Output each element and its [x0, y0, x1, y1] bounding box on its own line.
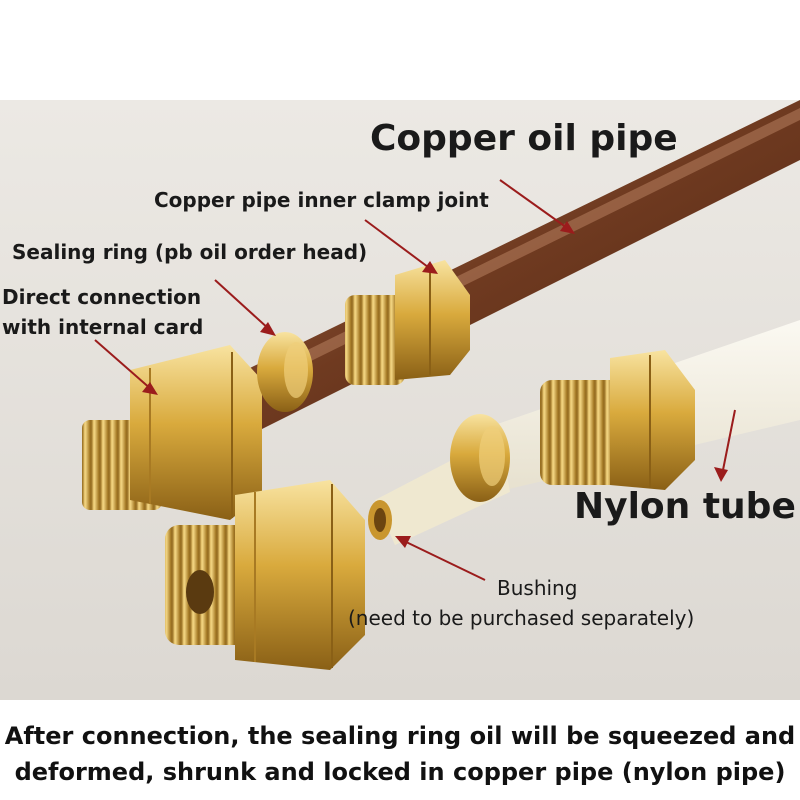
caption-line2: deformed, shrunk and locked in copper pi…: [14, 758, 786, 786]
label-copper-oil-pipe: Copper oil pipe: [370, 118, 678, 159]
annotation-arrows: [94, 179, 736, 581]
inner-clamp-joint: [345, 260, 470, 385]
fittings-photo: [0, 100, 800, 700]
label-sealing-ring: Sealing ring (pb oil order head): [12, 240, 368, 264]
caption-line1: After connection, the sealing ring oil w…: [4, 722, 796, 750]
label-bushing-line2: (need to be purchased separately): [348, 606, 695, 630]
direct-connection-fitting: [82, 345, 262, 520]
nylon-clamp-joint: [540, 350, 695, 490]
label-inner-clamp-joint: Copper pipe inner clamp joint: [154, 188, 489, 212]
label-direct-connection-line1: Direct connection: [2, 285, 202, 309]
label-nylon-tube: Nylon tube: [574, 486, 796, 527]
lower-fitting: [165, 480, 365, 670]
sealing-ring: [257, 332, 313, 412]
label-direct-connection-line2: with internal card: [2, 315, 204, 339]
label-bushing-line1: Bushing: [497, 576, 578, 600]
nylon-sealing-ring: [450, 414, 510, 502]
bushing: [368, 500, 392, 540]
